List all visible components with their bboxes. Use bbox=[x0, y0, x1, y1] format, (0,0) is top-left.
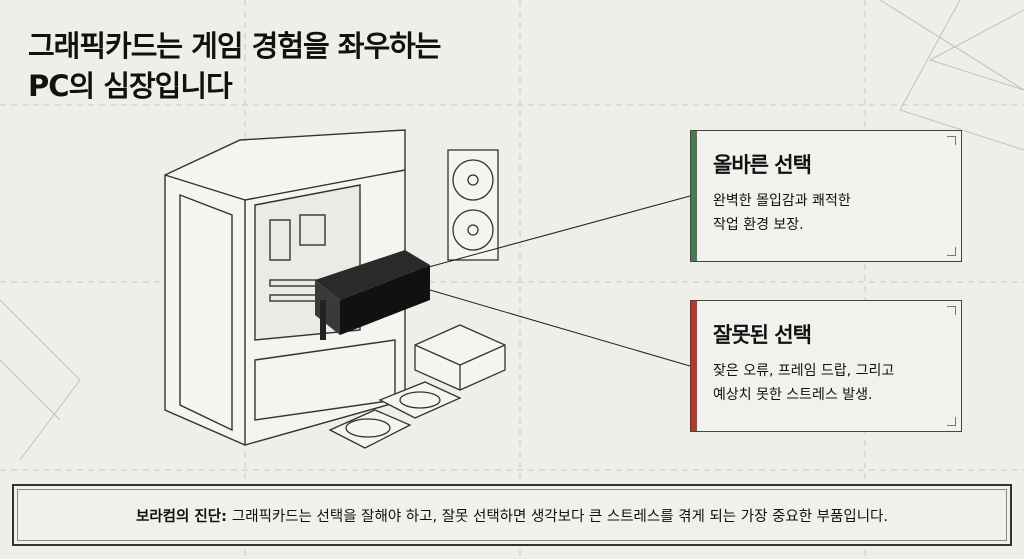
card-title: 잘못된 선택 bbox=[713, 323, 812, 347]
corner-mark bbox=[947, 417, 956, 426]
accent-bar bbox=[691, 131, 697, 261]
right-choice-card: 올바른 선택 완벽한 몰입감과 쾌적한 작업 환경 보장. bbox=[690, 130, 962, 262]
title-line-1: 그래픽카드는 게임 경험을 좌우하는 bbox=[28, 29, 441, 63]
wrong-choice-card: 잘못된 선택 잦은 오류, 프레임 드랍, 그리고 예상치 못한 스트레스 발생… bbox=[690, 300, 962, 432]
graphics-card bbox=[315, 250, 430, 340]
corner-mark bbox=[947, 247, 956, 256]
card-title: 올바른 선택 bbox=[713, 153, 812, 177]
decor-lines bbox=[0, 0, 1024, 461]
hard-drives bbox=[328, 381, 462, 449]
power-supply bbox=[414, 324, 506, 391]
card-text: 작업 환경 보장. bbox=[713, 217, 804, 233]
corner-mark bbox=[947, 306, 956, 315]
banner-text: 그래픽카드는 선택을 잘해야 하고, 잘못 선택하면 생각보다 큰 스트레스를 … bbox=[231, 508, 888, 525]
diagnosis-banner: 보라컴의 진단: 그래픽카드는 선택을 잘해야 하고, 잘못 선택하면 생각보다… bbox=[12, 484, 1012, 546]
title-line-2: PC의 심장입니다 bbox=[28, 69, 233, 103]
accent-bar bbox=[691, 301, 697, 431]
card-text: 예상치 못한 스트레스 발생. bbox=[713, 387, 873, 403]
corner-mark bbox=[947, 136, 956, 145]
card-text: 완벽한 몰입감과 쾌적한 bbox=[713, 193, 851, 209]
page-title: 그래픽카드는 게임 경험을 좌우하는 PC의 심장입니다 bbox=[28, 26, 441, 106]
card-text: 잦은 오류, 프레임 드랍, 그리고 bbox=[713, 363, 895, 379]
banner-label: 보라컴의 진단: bbox=[136, 508, 227, 525]
callout-lines bbox=[424, 195, 691, 367]
cooling-fans bbox=[447, 149, 499, 261]
